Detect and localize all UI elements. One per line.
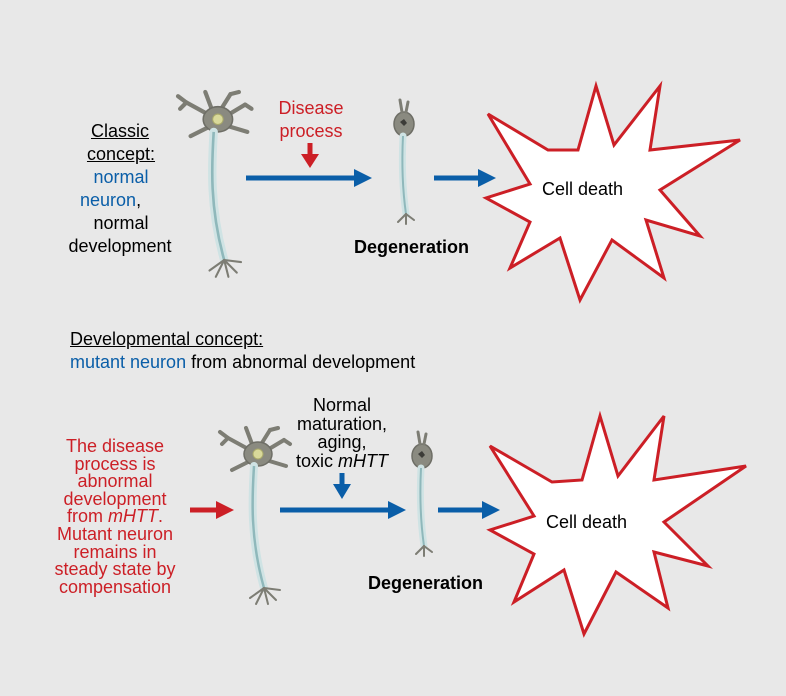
factors-line: Normal <box>312 395 371 415</box>
mhtt-italic: mHTT <box>108 506 158 527</box>
degenerating-neuron-icon <box>394 100 414 224</box>
explanation-line: from mHTT. <box>40 506 190 527</box>
arrow-icon <box>434 169 496 187</box>
disease-label-line1: Disease <box>278 98 344 118</box>
cell-death-label: Cell death <box>546 512 628 532</box>
degeneration-label: Degeneration <box>354 237 470 257</box>
explanation-line: process is <box>74 453 156 474</box>
explanation-line: Mutant neuron <box>56 523 174 544</box>
arrow-icon <box>280 501 406 519</box>
factors-line: aging, <box>317 432 367 452</box>
starburst-icon <box>486 410 747 638</box>
explanation-line: abnormal <box>77 471 153 492</box>
developmental-subheading: mutant neuron from abnormal development <box>70 351 415 373</box>
arrow-icon <box>438 501 500 519</box>
mutant-neuron-label: mutant neuron <box>70 352 187 372</box>
factors-label: Normal maturation, aging, toxic mHTT <box>272 396 412 470</box>
arrow-icon <box>246 169 372 187</box>
toxic-prefix: toxic <box>296 450 339 471</box>
normal-dev-line1: normal <box>93 213 149 233</box>
developmental-heading: Developmental concept: <box>70 329 264 349</box>
period: . <box>157 506 163 527</box>
classic-heading-line1: Classic <box>90 121 149 141</box>
arrow-icon <box>333 473 351 499</box>
explanation-line: remains in <box>73 541 157 562</box>
factors-line: maturation, <box>296 413 388 434</box>
neuron-word: neuron <box>80 190 137 210</box>
disease-label-line2: process <box>279 121 343 141</box>
arrow-icon <box>190 501 234 519</box>
explanation-line: steady state by <box>54 559 176 580</box>
explanation-line: The disease <box>65 436 165 456</box>
from-prefix: from <box>66 506 108 527</box>
degeneration-label: Degeneration <box>368 573 484 593</box>
factors-line: toxic mHTT <box>272 450 412 471</box>
explanation-line: compensation <box>58 576 172 597</box>
normal-label: normal <box>93 167 149 187</box>
cell-death-label: Cell death <box>542 179 624 199</box>
disease-explanation: The disease process is abnormal developm… <box>40 436 190 597</box>
normal-dev-line2: development <box>68 236 172 256</box>
neuron-line: neuron, <box>80 189 141 211</box>
from-abnormal-label: from abnormal development <box>186 352 416 372</box>
classic-heading-line2: concept: <box>86 144 156 164</box>
starburst-icon <box>482 80 741 304</box>
explanation-line: development <box>63 488 167 509</box>
degenerating-neuron-icon <box>412 432 432 556</box>
comma: , <box>136 190 142 210</box>
mhtt-italic: mHTT <box>338 450 388 471</box>
arrow-icon <box>301 143 319 168</box>
